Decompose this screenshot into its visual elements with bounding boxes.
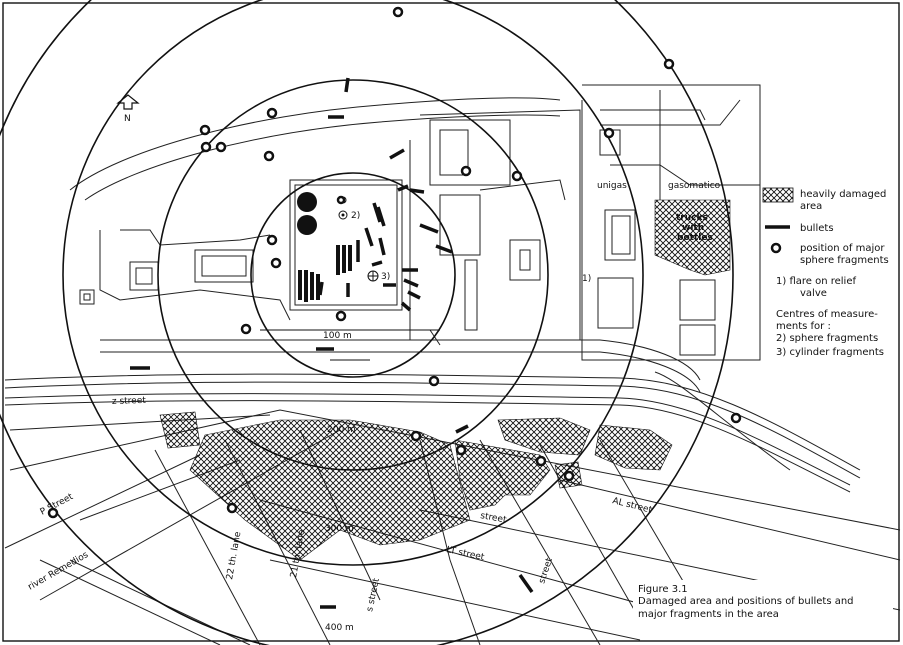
legend-flare-line1: 1) flare on relief [776, 276, 856, 287]
caption-title: Figure 3.1 [638, 584, 688, 595]
gasomatico-label: gasomatico [668, 181, 721, 191]
legend-flare-line2: valve [800, 288, 827, 299]
mid-street-label: street [479, 511, 507, 526]
trucks-label-line1: trucks [676, 213, 708, 223]
radius-label-100: 100 m [323, 331, 352, 341]
right-street-label: street [537, 556, 555, 585]
river-label: river Remedios [27, 550, 91, 593]
legend: heavily damaged area bullets position of… [762, 187, 889, 358]
al-street-label: AL street [611, 496, 653, 516]
radius-label-200: 200 m [327, 425, 356, 435]
bullet-markers [130, 77, 534, 609]
legend-centres-line2: ments for : [776, 321, 831, 332]
unigas-label: unigas [597, 181, 627, 191]
legend-damaged-line1: heavily damaged [800, 189, 886, 200]
damaged-zones [159, 199, 731, 561]
caption-line2: major fragments in the area [638, 609, 779, 620]
caption-line1: Damaged area and positions of bullets an… [638, 596, 854, 607]
z-street-label: z street [112, 396, 147, 407]
radius-circles [0, 0, 734, 645]
legend-bullets: bullets [800, 223, 834, 234]
legend-centres-line1: Centres of measure- [776, 309, 878, 320]
marker-2-label: 2) [351, 211, 360, 221]
railway [4, 339, 861, 493]
s-street-label: s street [365, 577, 382, 613]
north-arrow-icon: N [116, 94, 140, 124]
figure-caption: Figure 3.1 Damaged area and positions of… [633, 580, 893, 630]
trucks-label-line3: bottles [677, 233, 713, 243]
legend-fragments-line2: sphere fragments [800, 255, 889, 266]
trucks-label-line2: with [682, 223, 704, 233]
legend-swatch-damaged [762, 187, 794, 203]
marker-1-label: 1) [582, 274, 591, 284]
lane-22-label: 22 th. lane [225, 531, 243, 581]
north-label: N [124, 114, 131, 124]
fragment-markers [47, 6, 742, 519]
storage-tanks [297, 192, 379, 302]
radius-label-400: 400 m [325, 623, 354, 633]
legend-fragments-line1: position of major [800, 243, 885, 254]
lt-street-label: LT street [445, 545, 485, 563]
legend-centres-line4: 3) cylinder fragments [776, 347, 884, 358]
legend-centres-line3: 2) sphere fragments [776, 333, 878, 344]
legend-swatch-fragment [770, 242, 782, 254]
legend-damaged-line2: area [800, 201, 822, 212]
radius-label-300: 300 m [325, 524, 354, 534]
marker-3-label: 3) [381, 272, 390, 282]
